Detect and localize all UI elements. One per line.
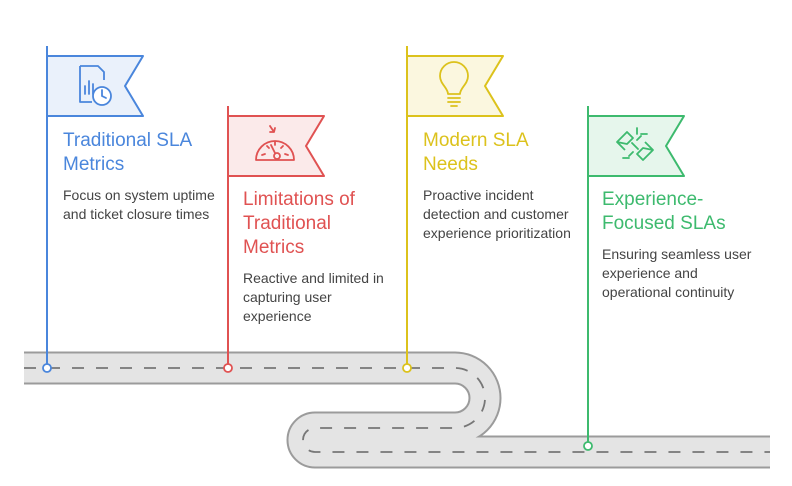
connection-icon — [616, 127, 654, 161]
road-marker-dot — [583, 441, 593, 451]
milestone-flag-traditional-sla-metrics — [42, 46, 144, 373]
milestone-title: Limitations of Traditional Metrics — [243, 189, 355, 258]
road-marker-dot — [42, 363, 52, 373]
milestone-title: Modern SLA Needs — [423, 130, 528, 175]
milestone-description: Proactive incident detection and custome… — [423, 187, 571, 241]
milestone-flag-experience-focused-slas — [583, 106, 685, 451]
flag-banner — [406, 55, 504, 117]
lightbulb-icon — [439, 61, 469, 107]
milestone-description: Ensuring seamless user experience and op… — [602, 246, 752, 300]
flag-banner — [227, 115, 325, 177]
gauge-icon — [255, 125, 295, 161]
road-marker-dot — [223, 363, 233, 373]
milestone-description: Focus on system uptime and ticket closur… — [63, 187, 215, 222]
road-marker-dot — [402, 363, 412, 373]
milestone-title: Experience-Focused SLAs — [602, 189, 726, 234]
milestone-flag-limitations-of-traditional-metrics — [223, 106, 325, 373]
road — [24, 351, 770, 469]
milestone-title: Traditional SLA Metrics — [63, 130, 192, 175]
chart-clock-icon — [79, 65, 112, 106]
milestone-description: Reactive and limited in capturing user e… — [243, 270, 384, 324]
flag-banner — [46, 55, 144, 117]
milestone-flag-modern-sla-needs — [402, 46, 504, 373]
